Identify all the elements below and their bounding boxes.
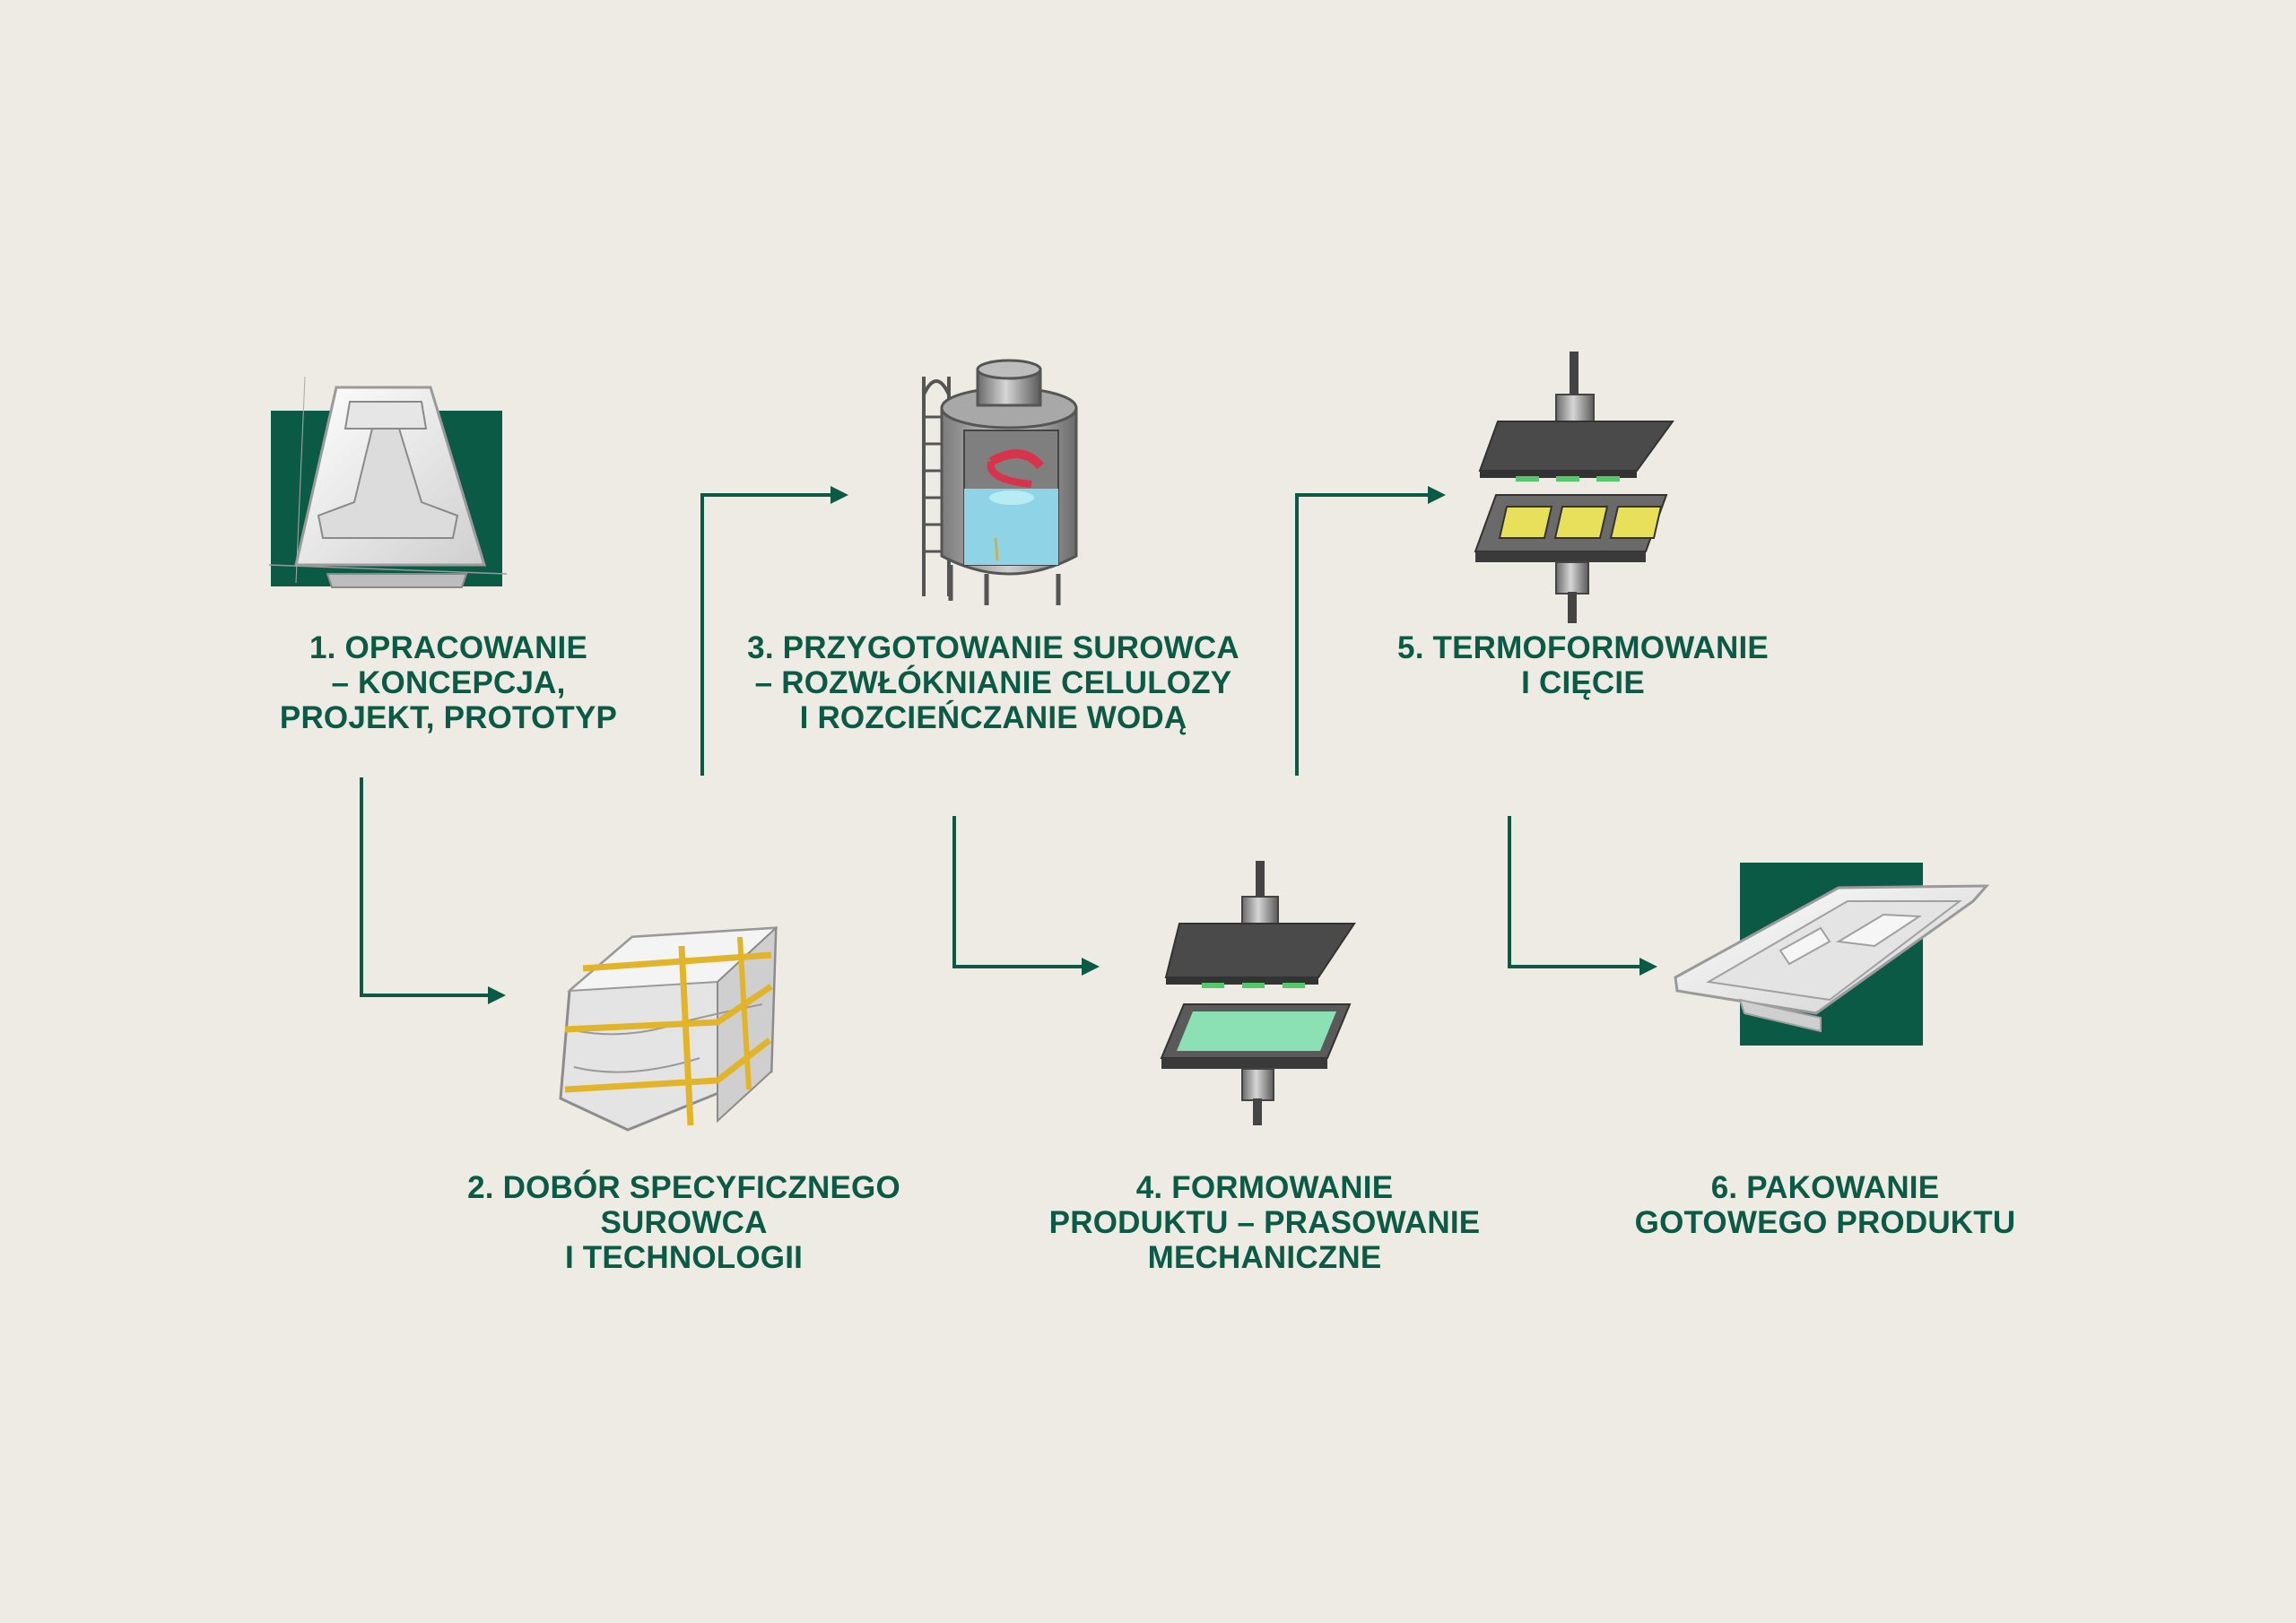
step-3-line-1: 3. PRZYGOTOWANIE SUROWCA: [747, 630, 1239, 665]
thermoforming-press-icon: [1474, 352, 1674, 623]
finished-tray-icon: [1674, 863, 1990, 1046]
step-4-line-1: 4. FORMOWANIE: [1135, 1170, 1394, 1205]
step-2-line-2: SUROWCA: [600, 1205, 768, 1240]
step-3-line-3: I ROZCIEŃCZANIE WODĄ: [799, 700, 1187, 735]
step-2-line-3: I TECHNOLOGII: [564, 1240, 804, 1275]
step-1-line-2: – KONCEPCJA,: [331, 665, 566, 700]
step-2-label: 2. DOBÓR SPECYFICZNEGO SUROWCA I TECHNOL…: [466, 1170, 901, 1275]
step-6-line-1: 6. PAKOWANIE: [1710, 1170, 1940, 1205]
pulp-tray-sketch-icon: [268, 376, 508, 588]
step-4-line-2: PRODUKTU – PRASOWANIE: [1048, 1205, 1481, 1240]
forming-press-icon: [1160, 861, 1356, 1125]
step-5-line-1: 5. TERMOFORMOWANIE: [1397, 630, 1769, 665]
arrow-4-to-5: [1295, 486, 1446, 776]
step-2-line-1: 2. DOBÓR SPECYFICZNEGO: [467, 1170, 900, 1205]
step-5-line-2: I CIĘCIE: [1521, 665, 1645, 700]
arrow-5-to-6: [1508, 816, 1657, 976]
step-4-label: 4. FORMOWANIE PRODUKTU – PRASOWANIE MECH…: [1040, 1170, 1489, 1275]
step-6-line-2: GOTOWEGO PRODUKTU: [1634, 1205, 2016, 1240]
step-1-label: 1. OPRACOWANIE – KONCEPCJA, PROJEKT, PRO…: [269, 630, 628, 735]
arrow-3-to-4: [952, 816, 1100, 976]
pulper-tank-icon: [922, 359, 1078, 605]
cellulose-bale-icon: [559, 925, 778, 1132]
step-4-line-3: MECHANICZNE: [1147, 1240, 1382, 1275]
step-1-line-1: 1. OPRACOWANIE: [309, 630, 588, 665]
step-5-label: 5. TERMOFORMOWANIE I CIĘCIE: [1381, 630, 1785, 700]
step-3-label: 3. PRZYGOTOWANIE SUROWCA – ROZWŁÓKNIANIE…: [735, 630, 1251, 735]
step-6-label: 6. PAKOWANIE GOTOWEGO PRODUKTU: [1619, 1170, 2031, 1240]
arrow-1-to-2: [360, 777, 506, 1004]
step-3-line-2: – ROZWŁÓKNIANIE CELULOZY: [754, 665, 1232, 700]
arrow-2-to-3: [700, 486, 848, 776]
step-1-line-3: PROJEKT, PROTOTYP: [279, 700, 618, 735]
